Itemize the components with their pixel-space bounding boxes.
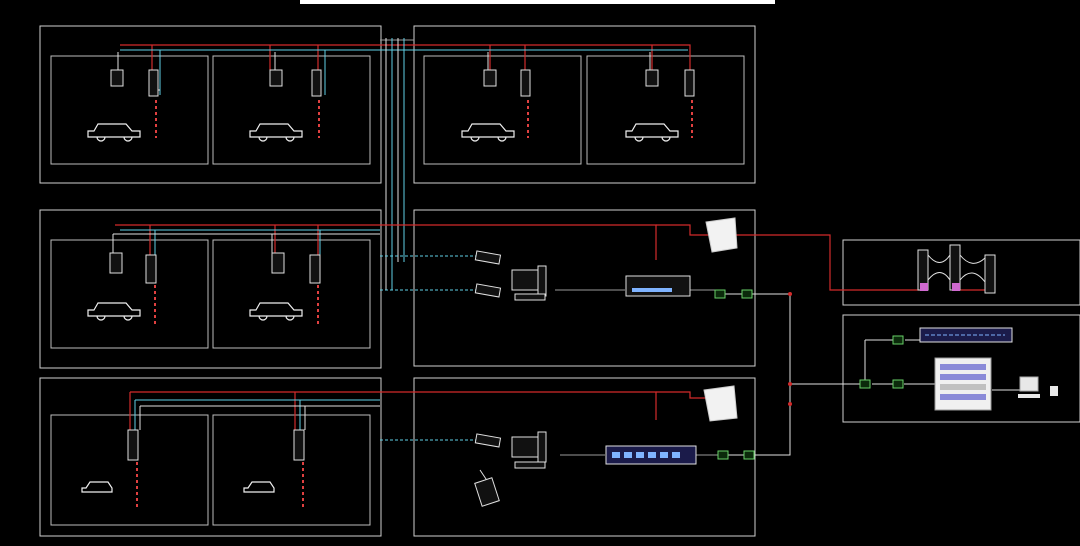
barrier-gate-icon [684, 69, 695, 97]
server-rack-icon [934, 357, 992, 411]
trunk-wiring-mid [112, 224, 920, 291]
network-switch-icon [605, 445, 697, 465]
zone-mid-left [39, 209, 382, 369]
top-edge-bar [300, 0, 775, 4]
zone-bottom-left [39, 377, 382, 537]
fiber-converter-icon [892, 379, 904, 389]
control-room-bottom [474, 385, 755, 507]
control-room-mid [474, 217, 753, 301]
fiber-converter-icon [859, 379, 871, 389]
pc-workstation-icon [511, 431, 547, 469]
zone-right-server [842, 314, 1080, 423]
trunk-wiring-bottom [129, 391, 708, 441]
camera-icon [705, 217, 738, 253]
ticket-machine-icon [110, 69, 124, 87]
card-reader-icon [474, 433, 502, 448]
ticket-machine-icon [645, 69, 659, 87]
right-upper-devices [917, 244, 996, 294]
zone-top-left [39, 25, 382, 184]
ticket-machine-icon [269, 69, 283, 87]
barrier-gate-icon [293, 429, 305, 461]
camera-icon [984, 254, 996, 294]
car-icon [243, 481, 275, 493]
lane-box [50, 239, 209, 349]
lane-box [212, 414, 371, 526]
camera-icon [703, 385, 738, 422]
barrier-gate-icon [148, 69, 159, 97]
lane-box [212, 55, 371, 165]
lane-box [586, 55, 745, 165]
ticket-machine-icon [109, 252, 123, 274]
lane-box [50, 55, 209, 165]
network-switch-icon [919, 327, 1013, 343]
fiber-converter-icon [717, 450, 729, 460]
car-icon [461, 123, 515, 142]
barrier-gate-icon [311, 69, 322, 97]
lane-devices [81, 69, 695, 510]
fiber-converter-icon [741, 289, 753, 299]
pc-workstation-icon [1018, 376, 1040, 398]
card-reader-icon [474, 283, 502, 298]
car-icon [625, 123, 679, 142]
right-server-devices [859, 327, 1058, 411]
barrier-gate-icon [309, 254, 321, 284]
car-icon [249, 302, 303, 321]
lane-box [423, 55, 582, 165]
car-icon [87, 123, 141, 142]
fiber-converter-icon [714, 289, 726, 299]
zone-bottom-control [413, 377, 756, 537]
card-reader-icon [474, 250, 502, 265]
car-icon [81, 481, 113, 493]
car-icon [249, 123, 303, 142]
ticket-machine-icon [483, 69, 497, 87]
barrier-gate-icon [127, 429, 139, 461]
remote-control-icon [474, 469, 500, 507]
network-switch-icon [625, 275, 691, 297]
barrier-gate-icon [145, 254, 157, 284]
car-icon [87, 302, 141, 321]
lane-box [212, 239, 371, 349]
fiber-converter-icon [892, 335, 904, 345]
barrier-gate-icon [520, 69, 531, 97]
printer-icon [1050, 386, 1058, 396]
fiber-converter-icon [743, 450, 755, 460]
junction-dots [788, 292, 792, 406]
pc-workstation-icon [511, 265, 547, 301]
ticket-machine-icon [271, 252, 285, 274]
zone-right-upper [842, 239, 1080, 306]
zone-mid-control [413, 209, 756, 367]
zone-top-right [413, 25, 756, 184]
